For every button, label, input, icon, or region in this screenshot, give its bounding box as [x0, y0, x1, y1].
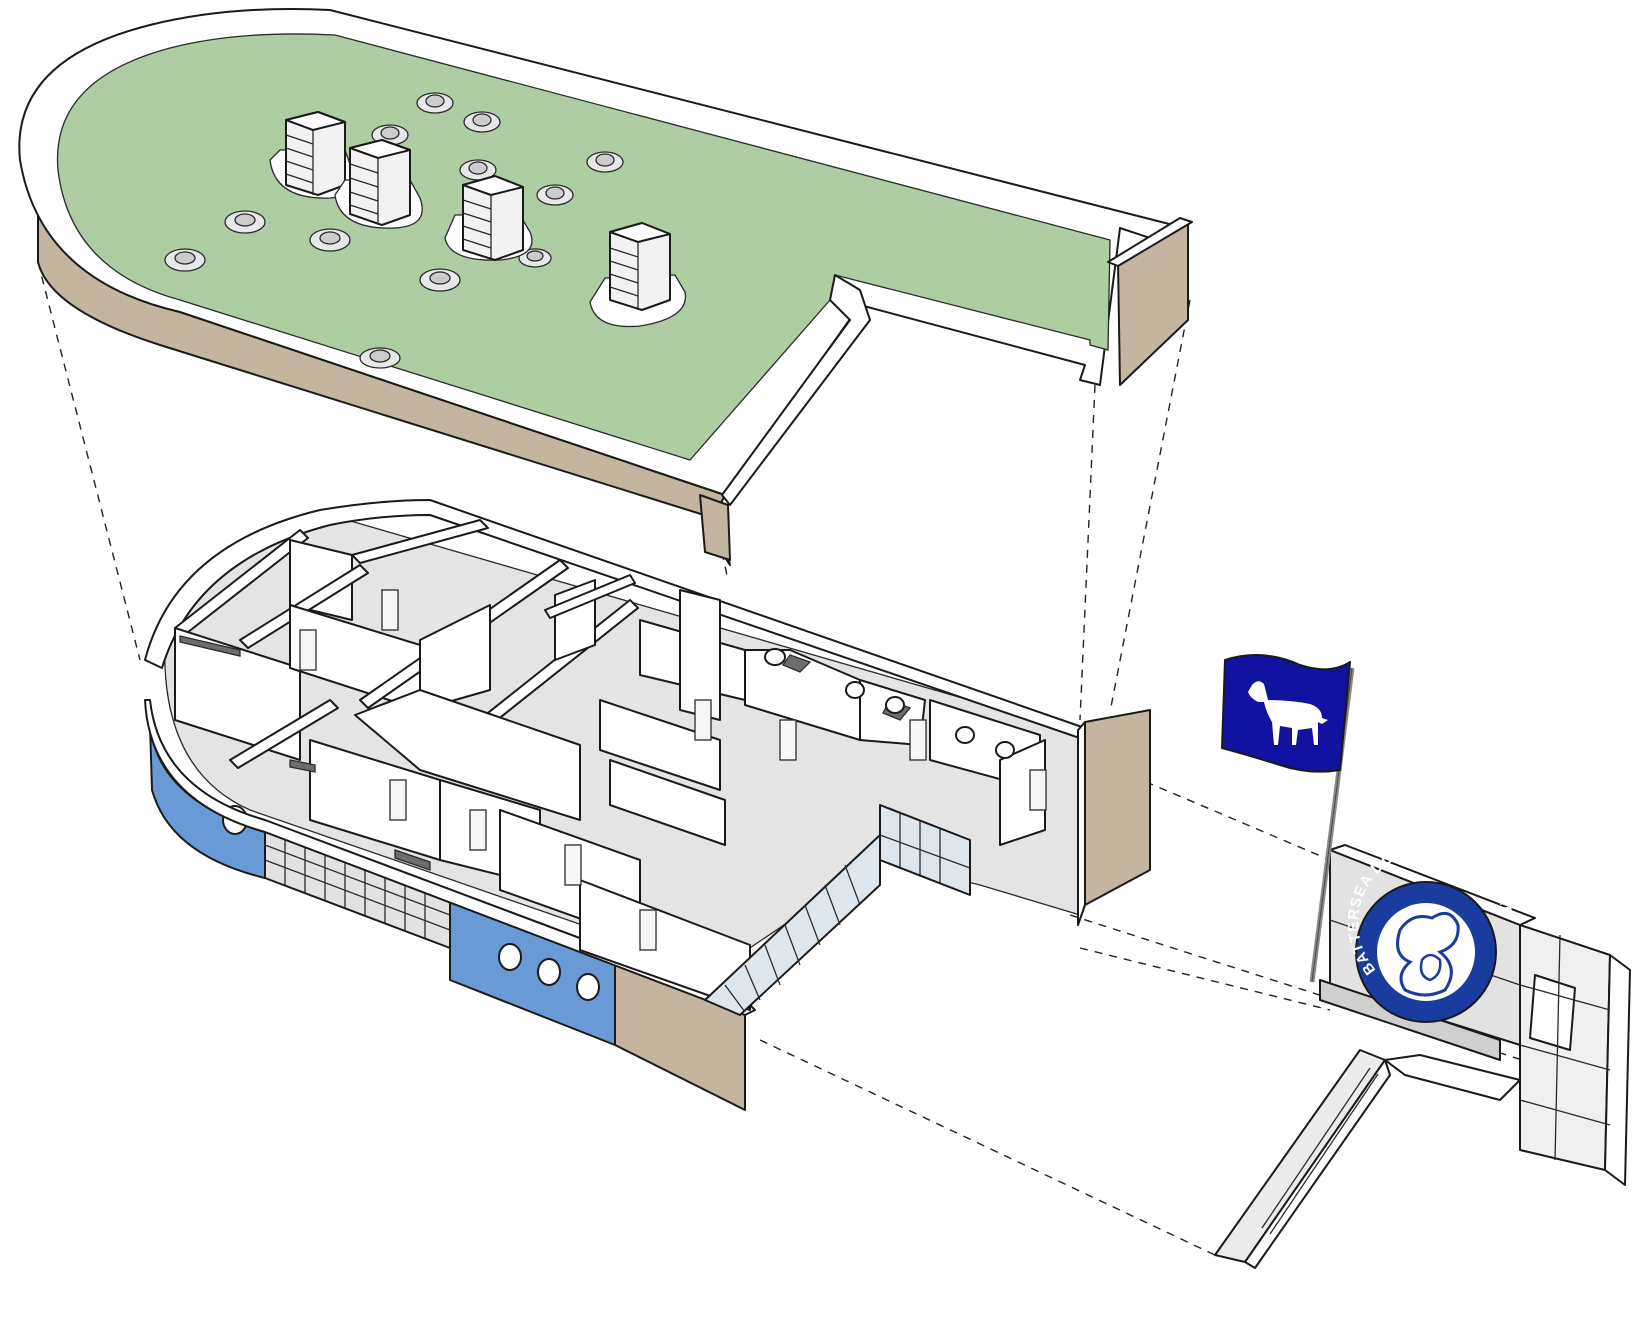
dog-flag-icon [1221, 654, 1351, 773]
porthole-window-icon [576, 973, 600, 1001]
skylight-icon [586, 151, 624, 173]
skylight-icon [224, 210, 266, 234]
dog-cat-seal-icon: BATTERSEA DOGS & CATS HOME [1345, 838, 1514, 1023]
entrance-ramp [1214, 1049, 1386, 1263]
vent-tower-icon [589, 222, 687, 328]
skylight-icon [419, 268, 461, 292]
wall-end-side [1077, 721, 1086, 926]
louver-lines [264, 839, 451, 938]
ramp-rail [1261, 1067, 1379, 1235]
doors [299, 589, 1047, 951]
vent-tower-icon [444, 175, 533, 261]
porthole-window-icon [537, 958, 561, 986]
roof-slot-tan [699, 494, 731, 561]
skylight-icon [536, 184, 574, 206]
sign-wall-opening [1529, 974, 1576, 1051]
entrance-layer: BATTERSEA DOGS & CATS HOME [1214, 654, 1631, 1269]
roof-layer [18, 8, 1193, 566]
sign-wall-end [1604, 954, 1631, 1186]
porthole-window-icon [764, 648, 786, 666]
interior-partitions [174, 519, 1046, 1011]
vent-tower-icon [334, 139, 423, 229]
vent-towers [269, 111, 687, 328]
ramp-landing [1384, 1054, 1521, 1101]
skylight-icon [164, 248, 206, 272]
skylight-icon [309, 228, 351, 252]
skylight-icon [416, 92, 454, 114]
glazed-entrance [704, 804, 971, 1016]
porthole-window-icon [885, 696, 905, 714]
porthole-window-icon [995, 741, 1015, 759]
roof-end-wall [1117, 221, 1189, 386]
skylight-icon [359, 347, 401, 369]
skylight-icon [463, 111, 501, 133]
tan-wall-end [1084, 709, 1151, 906]
porthole-window-icon [955, 726, 975, 744]
skylight-icon [518, 248, 552, 268]
interior-portholes [764, 648, 1015, 759]
projection-line-right-a [1079, 384, 1096, 721]
projection-line-entrance-low [759, 1039, 1216, 1256]
projection-line-entrance-mid [1079, 947, 1331, 1011]
projection-line-entrance-right [1069, 914, 1601, 1086]
wall-caps [179, 635, 912, 871]
vent-tower-icon [269, 111, 355, 199]
roof-end-wall-top [1107, 217, 1193, 267]
ground-floor-layer [144, 499, 1151, 1111]
roof-slot-parapet [721, 274, 871, 506]
projection-line-right-b [1109, 299, 1191, 713]
porthole-window-icon [845, 681, 865, 699]
porthole-window-icon [498, 943, 522, 971]
